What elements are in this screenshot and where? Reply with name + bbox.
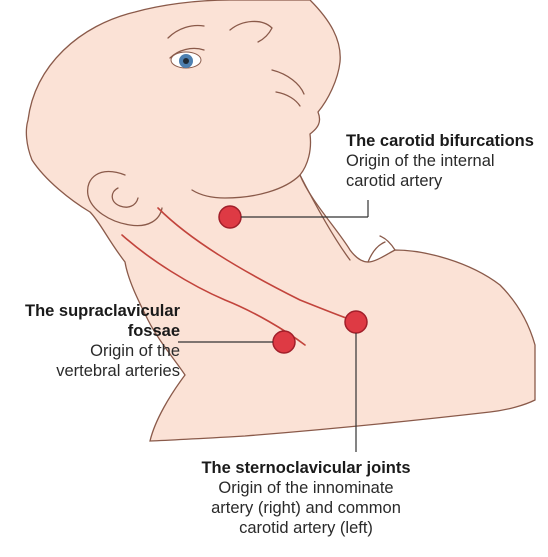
sterno-title: The sternoclavicular joints xyxy=(170,458,442,478)
supra-title-line2: fossae xyxy=(0,321,180,341)
supra-desc-line1: Origin of the xyxy=(0,341,180,361)
label-supraclavicular-fossae: The supraclavicular fossae Origin of the… xyxy=(0,301,180,381)
label-carotid-bifurcations: The carotid bifurcations Origin of the i… xyxy=(346,131,534,191)
carotid-desc-line1: Origin of the internal xyxy=(346,151,534,171)
marker-sternoclavicular-joint xyxy=(345,311,367,333)
sterno-desc-line1: Origin of the innominate xyxy=(170,478,442,498)
sterno-desc-line2: artery (right) and common xyxy=(170,498,442,518)
carotid-desc-line2: carotid artery xyxy=(346,171,534,191)
supra-desc-line2: vertebral arteries xyxy=(0,361,180,381)
sterno-desc-line3: carotid artery (left) xyxy=(170,518,442,538)
pupil xyxy=(183,58,189,64)
carotid-title: The carotid bifurcations xyxy=(346,131,534,151)
label-sternoclavicular-joints: The sternoclavicular joints Origin of th… xyxy=(170,458,442,538)
marker-carotid-bifurcation xyxy=(219,206,241,228)
supra-title-line1: The supraclavicular xyxy=(0,301,180,321)
marker-supraclavicular-fossa xyxy=(273,331,295,353)
